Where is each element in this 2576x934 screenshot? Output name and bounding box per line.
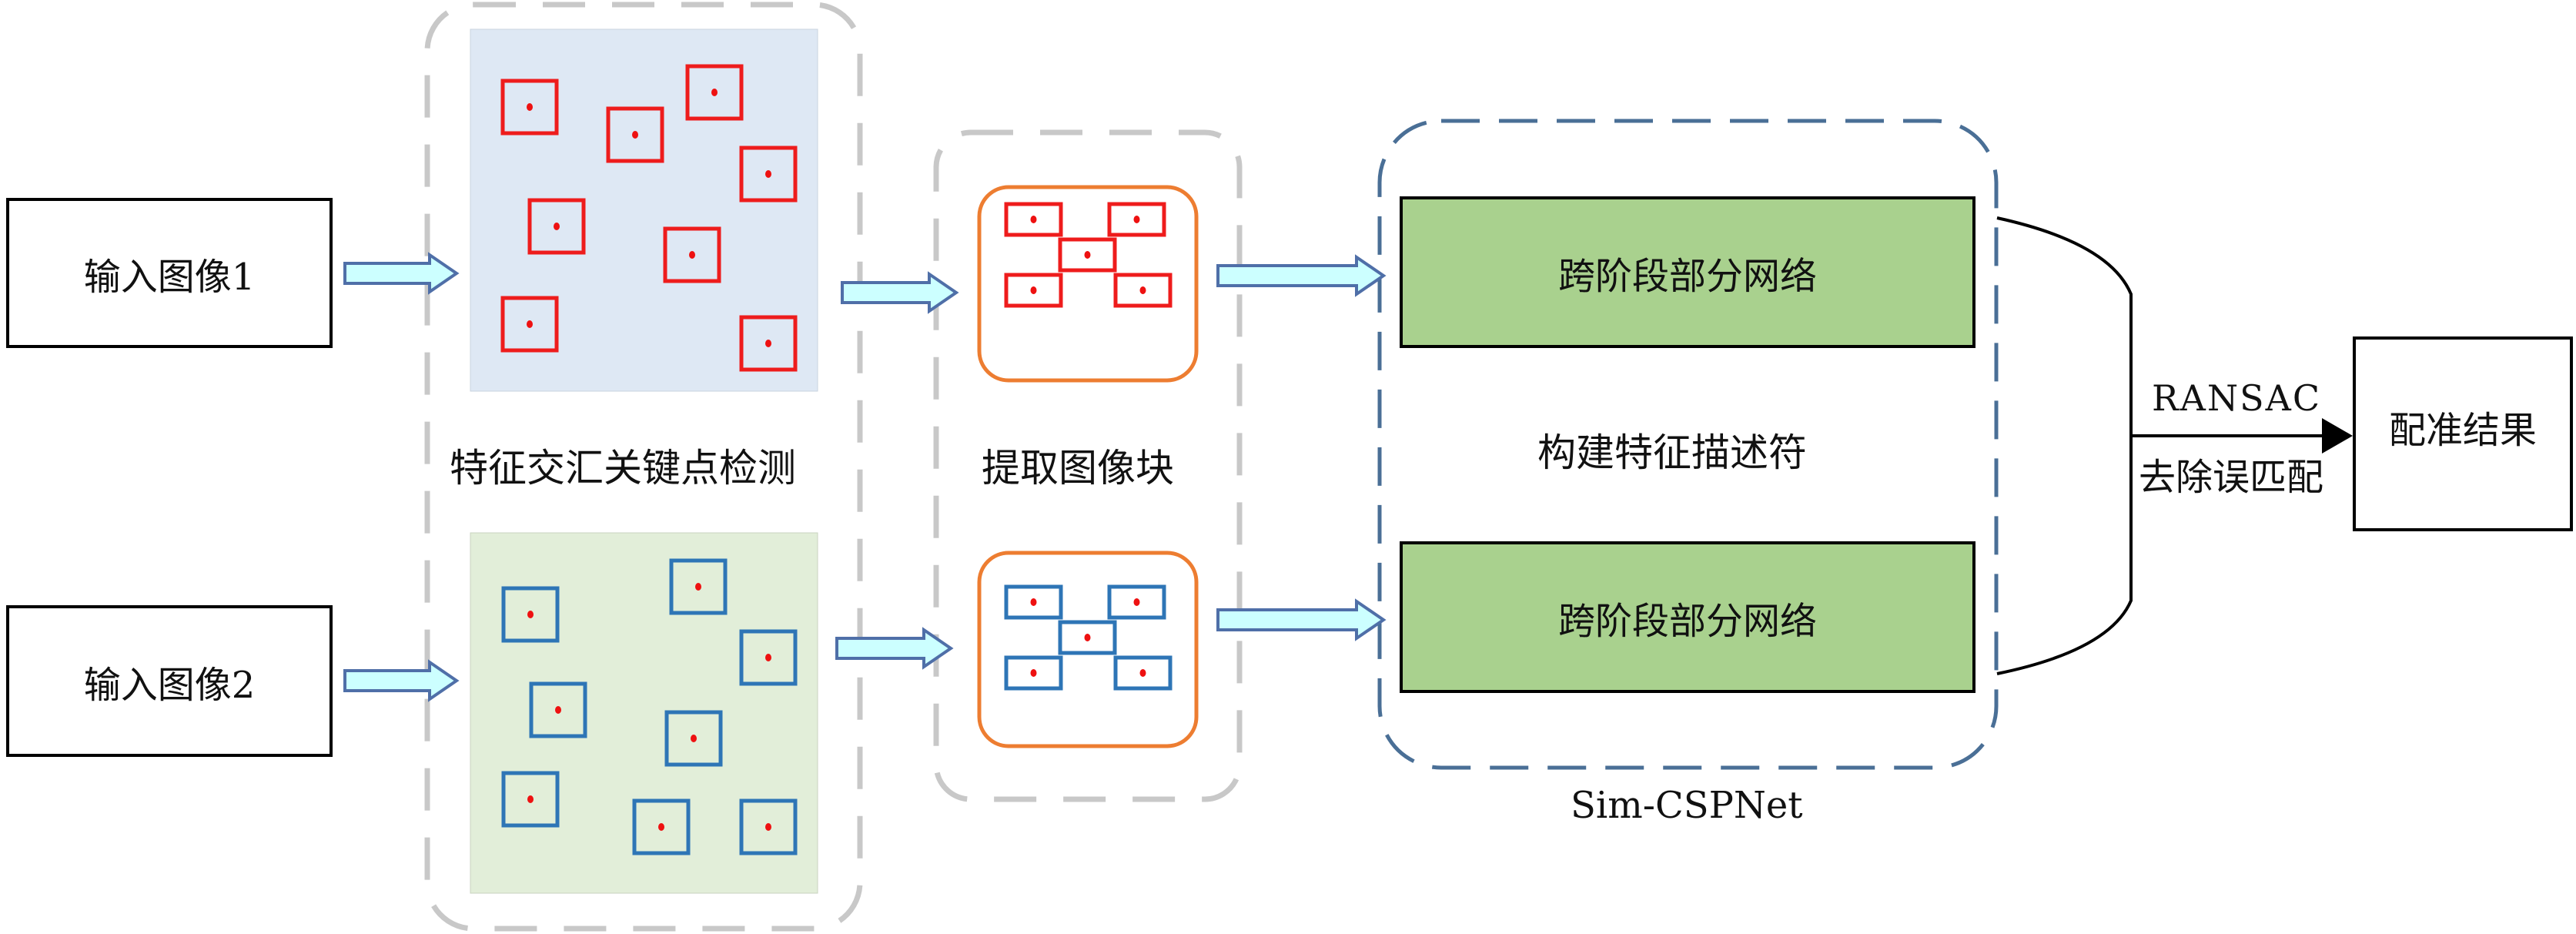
keypoint-dot [1133, 216, 1140, 223]
block-arrow [343, 252, 460, 295]
keypoint-box [606, 106, 664, 163]
input-image-2-label: 输入图像2 [83, 663, 256, 707]
cspnet-branch-2-label: 跨阶段部分网络 [1557, 599, 1817, 643]
keypoint-box [1004, 584, 1063, 620]
keypoint-dot [527, 320, 533, 328]
keypoint-box [664, 710, 723, 767]
flow-arrows [343, 252, 1387, 702]
keypoint-dot [1084, 251, 1091, 259]
keypoint-dot [1133, 598, 1140, 606]
image1-keypoints [500, 64, 798, 372]
block-arrow [1216, 598, 1387, 641]
ransac-arrow-head [2322, 418, 2353, 454]
image2-keypoints [501, 558, 798, 855]
cspnet-branch-1-label: 跨阶段部分网络 [1557, 254, 1817, 298]
keypoint-dot [1030, 598, 1037, 606]
ransac-label: RANSAC [2152, 377, 2322, 419]
keypoint-dot [554, 223, 560, 230]
keypoint-dot [1030, 286, 1037, 294]
remove-mismatch-label: 去除误匹配 [2139, 456, 2324, 499]
cspnet-frame [1377, 119, 1999, 770]
input-image-2-box: 输入图像2 [6, 605, 333, 757]
keypoint-dot [1139, 286, 1146, 294]
patch-group-2-frame [977, 551, 1199, 748]
keypoint-dot [527, 103, 533, 111]
keypoint-box [739, 315, 798, 372]
keypoint-box [527, 198, 586, 255]
keypoint-dot [632, 131, 638, 139]
keypoint-dot [765, 823, 771, 831]
keypoint-dot [765, 654, 771, 661]
keypoint-dot [765, 340, 771, 347]
block-arrow [1216, 254, 1387, 297]
network-name-label: Sim-CSPNet [1571, 784, 1803, 827]
keypoint-box [1004, 655, 1063, 691]
patch-group-1 [1004, 202, 1173, 308]
keypoint-box [1004, 273, 1063, 308]
keypoint-box [1058, 237, 1117, 273]
keypoint-box [739, 629, 798, 686]
keypoint-dot [527, 611, 534, 618]
keypoint-dot [1139, 669, 1146, 677]
keypoint-dot [695, 583, 701, 591]
keypoint-dot [711, 89, 718, 96]
registration-result-box: 配准结果 [2353, 336, 2573, 531]
block-arrow [835, 627, 954, 670]
keypoint-box [1113, 273, 1173, 308]
keypoint-dot [765, 170, 771, 178]
keypoint-dot [689, 251, 695, 259]
keypoint-box [739, 146, 798, 203]
keypoint-panel-frame [424, 2, 863, 932]
keypoint-box [685, 64, 744, 121]
keypoint-box [1004, 202, 1063, 237]
patch-extraction-label: 提取图像块 [982, 446, 1174, 490]
keypoint-box [1107, 202, 1166, 237]
keypoint-box [1113, 655, 1173, 691]
patch-panel-frame [933, 129, 1243, 802]
keypoint-dot [658, 823, 664, 831]
block-arrow [841, 271, 959, 314]
keypoint-dot [1030, 216, 1037, 223]
keypoint-dot [1084, 634, 1091, 641]
keypoint-box [739, 798, 798, 855]
keypoint-box [500, 296, 559, 353]
image2-keypoint-map [470, 532, 818, 894]
keypoint-dot [1030, 669, 1037, 677]
image1-keypoint-map [470, 28, 818, 392]
keypoint-box [500, 79, 559, 136]
keypoint-box [1107, 584, 1166, 620]
cspnet-branch-1: 跨阶段部分网络 [1400, 196, 1975, 348]
keypoint-detection-label: 特征交汇关键点检测 [450, 446, 796, 490]
keypoint-box [529, 681, 587, 738]
keypoint-box [1058, 620, 1117, 655]
keypoint-box [669, 558, 728, 615]
patch-group-2 [1004, 584, 1173, 691]
keypoint-dot [691, 735, 697, 742]
cspnet-branch-2: 跨阶段部分网络 [1400, 541, 1975, 693]
keypoint-box [663, 226, 721, 283]
keypoint-dot [527, 795, 534, 803]
registration-result-label: 配准结果 [2388, 408, 2537, 452]
descriptor-label: 构建特征描述符 [1537, 430, 1807, 475]
keypoint-box [501, 771, 560, 828]
merge-curve [1996, 216, 2133, 675]
keypoint-dot [555, 706, 561, 714]
keypoint-box [501, 586, 560, 643]
block-arrow [343, 659, 460, 702]
keypoint-box [632, 798, 691, 855]
input-image-1-box: 输入图像1 [6, 198, 333, 348]
input-image-1-label: 输入图像1 [83, 255, 256, 299]
